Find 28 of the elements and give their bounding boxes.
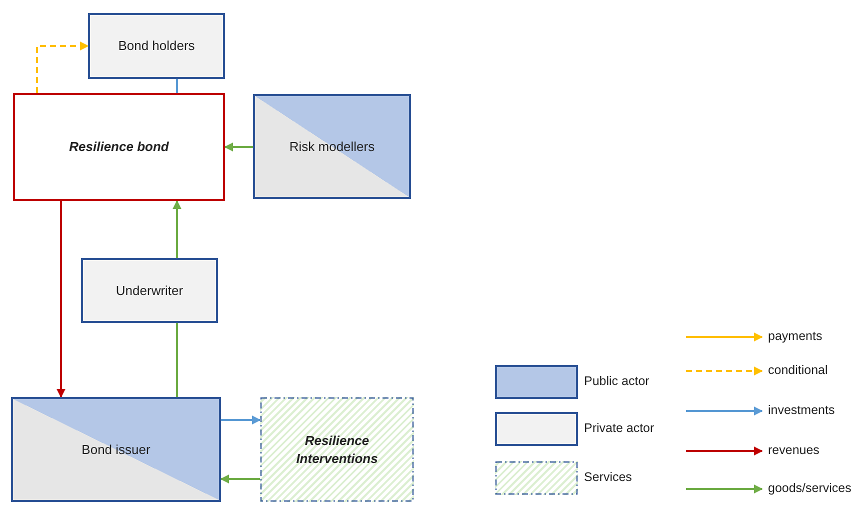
legend-label: conditional: [768, 363, 828, 377]
arrow: [56, 201, 66, 398]
node-label: Resilience bond: [69, 138, 169, 156]
actor-box: [253, 94, 411, 199]
legend-label: payments: [768, 329, 822, 343]
arrow: [36, 42, 89, 93]
node-label: Underwriter: [116, 282, 184, 300]
node-label: Bond issuer: [82, 440, 150, 458]
connector-line: [176, 79, 178, 93]
connector-line: [176, 323, 178, 397]
legend-label: Public actor: [584, 374, 650, 388]
node-label: Bond holders: [118, 37, 195, 55]
instrument-box: [13, 93, 225, 201]
private-actor-box: [88, 13, 225, 79]
legend-label: revenues: [768, 443, 820, 457]
services-box: [260, 397, 414, 502]
arrow: [172, 200, 182, 258]
legend-label: Services: [584, 470, 632, 484]
legend-label: Private actor: [584, 421, 654, 435]
node-label: Resilience Interventions: [295, 432, 379, 468]
arrow: [224, 142, 253, 152]
legend-label: investments: [768, 403, 835, 417]
arrow: [220, 474, 260, 484]
node-label: Risk modellers: [289, 138, 375, 156]
arrow: [221, 416, 261, 424]
actor-box: [11, 397, 221, 502]
legend-label: goods/services: [768, 481, 852, 495]
private-actor-box: [81, 258, 218, 323]
